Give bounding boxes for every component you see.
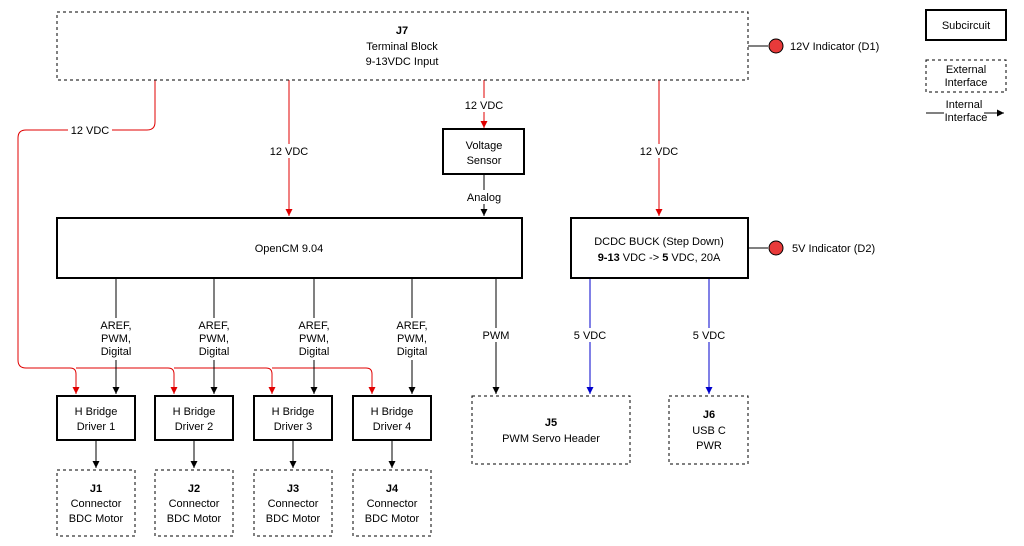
hbridge-driver-2: H Bridge Driver 2	[154, 395, 234, 441]
svg-text:Driver 1: Driver 1	[77, 421, 116, 433]
svg-text:H Bridge: H Bridge	[272, 406, 315, 418]
j5-ref: J5	[545, 417, 557, 429]
svg-text:Digital: Digital	[101, 346, 132, 358]
j7-line2: 9-13VDC Input	[366, 56, 439, 68]
svg-text:Connector: Connector	[367, 498, 418, 510]
svg-text:BDC Motor: BDC Motor	[365, 513, 420, 525]
hbridge-driver-3: H Bridge Driver 3	[253, 395, 333, 441]
j7-ref: J7	[396, 25, 408, 37]
label-analog: Analog	[467, 192, 501, 204]
hbridge-driver-4: H Bridge Driver 4	[352, 395, 432, 441]
svg-text:H Bridge: H Bridge	[173, 406, 216, 418]
label-5vdc-j6: 5 VDC	[693, 330, 725, 342]
buck-converter-block: DCDC BUCK (Step Down) 9-13 VDC -> 5 VDC,…	[570, 217, 749, 279]
j6-ref: J6	[703, 409, 715, 421]
buck-line1: DCDC BUCK (Step Down)	[594, 236, 724, 248]
svg-text:Driver 3: Driver 3	[274, 421, 313, 433]
opencm-label: OpenCM 9.04	[255, 243, 323, 255]
svg-text:J3: J3	[287, 483, 299, 495]
wire-12v-bus-driver2	[76, 367, 178, 394]
label-12vdc-buck: 12 VDC	[640, 146, 679, 158]
indicator-5v-label: 5V Indicator (D2)	[792, 243, 875, 255]
svg-text:PWM,: PWM,	[299, 333, 329, 345]
j6-usb-c-pwr: J6 USB C PWR	[668, 395, 749, 465]
svg-text:Digital: Digital	[397, 346, 428, 358]
connector-j3: J3 Connector BDC Motor	[253, 469, 333, 537]
label-signals-driver1: AREF, PWM, Digital	[96, 318, 136, 360]
legend-subcircuit-box	[925, 9, 1007, 41]
indicator-5v: 5V Indicator (D2)	[768, 240, 875, 256]
svg-text:Connector: Connector	[71, 498, 122, 510]
label-signals-driver4: AREF, PWM, Digital	[392, 318, 432, 360]
wire-12v-bus-driver3	[174, 367, 276, 394]
buck-line2: 9-13 VDC -> 5 VDC, 20A	[598, 252, 721, 264]
svg-text:Connector: Connector	[169, 498, 220, 510]
wire-12v-bus-driver4	[272, 367, 376, 394]
svg-text:Driver 4: Driver 4	[373, 421, 412, 433]
legend-external-line2: Interface	[945, 77, 988, 89]
legend-internal-line1: Internal	[946, 99, 983, 111]
legend-external-box	[925, 59, 1007, 93]
svg-text:Digital: Digital	[199, 346, 230, 358]
svg-text:PWM,: PWM,	[199, 333, 229, 345]
svg-text:H Bridge: H Bridge	[75, 406, 118, 418]
j5-line1: PWM Servo Header	[502, 433, 600, 445]
j7-line1: Terminal Block	[366, 41, 438, 53]
svg-text:BDC Motor: BDC Motor	[69, 513, 124, 525]
svg-text:H Bridge: H Bridge	[371, 406, 414, 418]
connector-j2: J2 Connector BDC Motor	[154, 469, 234, 537]
legend-internal-line2: Interface	[945, 112, 988, 124]
hbridge-driver-1: H Bridge Driver 1	[56, 395, 136, 441]
label-12vdc-opencm: 12 VDC	[270, 146, 309, 158]
svg-text:Driver 2: Driver 2	[175, 421, 214, 433]
svg-text:J1: J1	[90, 483, 102, 495]
wire-12v-bus-driver1	[17, 80, 156, 394]
label-signals-driver2: AREF, PWM, Digital	[194, 318, 234, 360]
voltage-sensor-line2: Sensor	[467, 155, 502, 167]
indicator-12v-label: 12V Indicator (D1)	[790, 41, 879, 53]
connector-j4: J4 Connector BDC Motor	[352, 469, 432, 537]
svg-text:PWM,: PWM,	[397, 333, 427, 345]
j6-line1: USB C	[692, 425, 726, 437]
svg-text:AREF,: AREF,	[396, 320, 427, 332]
label-signals-driver3: AREF, PWM, Digital	[294, 318, 334, 360]
label-12vdc-bus: 12 VDC	[71, 125, 110, 137]
svg-text:PWM,: PWM,	[101, 333, 131, 345]
svg-text:AREF,: AREF,	[298, 320, 329, 332]
j5-pwm-servo-header: J5 PWM Servo Header	[471, 395, 631, 465]
label-pwm: PWM	[483, 330, 510, 342]
label-5vdc-j5: 5 VDC	[574, 330, 606, 342]
svg-text:Connector: Connector	[268, 498, 319, 510]
voltage-sensor-block: Voltage Sensor	[442, 128, 525, 175]
svg-text:Digital: Digital	[299, 346, 330, 358]
svg-text:AREF,: AREF,	[100, 320, 131, 332]
led-d2-icon	[768, 240, 784, 256]
connector-j1: J1 Connector BDC Motor	[56, 469, 136, 537]
j6-line2: PWR	[696, 440, 722, 452]
opencm-block: OpenCM 9.04	[56, 217, 523, 279]
label-12vdc-sensor: 12 VDC	[465, 100, 504, 112]
led-d1-icon	[768, 38, 784, 54]
indicator-12v: 12V Indicator (D1)	[768, 38, 879, 54]
svg-text:AREF,: AREF,	[198, 320, 229, 332]
legend-external-line1: External	[946, 64, 986, 76]
svg-text:BDC Motor: BDC Motor	[167, 513, 222, 525]
wire-labels: 12 VDC 12 VDC 12 VDC 12 VDC Analog AREF,…	[68, 98, 729, 360]
j7-terminal-block: J7 Terminal Block 9-13VDC Input	[56, 11, 749, 81]
legend-subcircuit-label: Subcircuit	[942, 20, 990, 32]
svg-text:BDC Motor: BDC Motor	[266, 513, 321, 525]
svg-text:J2: J2	[188, 483, 200, 495]
legend: Subcircuit External Interface Internal I…	[925, 9, 1007, 125]
svg-text:J4: J4	[386, 483, 399, 495]
voltage-sensor-line1: Voltage	[466, 140, 503, 152]
